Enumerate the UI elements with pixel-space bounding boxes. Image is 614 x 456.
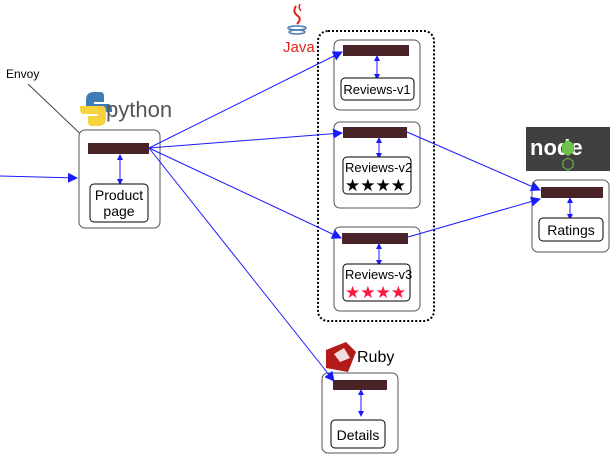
- reviews-v2-sidecar[interactable]: [343, 127, 407, 138]
- details-pod[interactable]: Details: [321, 372, 399, 454]
- ratings-service[interactable]: [538, 217, 604, 242]
- productpage-label-line2: page: [103, 203, 134, 219]
- node-text: node: [530, 135, 583, 160]
- reviews-v1-service[interactable]: [340, 77, 415, 101]
- arrow-productpage-to-reviews-v1: [148, 51, 343, 149]
- java-text: Java: [283, 39, 315, 56]
- details-label: Details: [337, 427, 380, 443]
- reviews-v2-label: Reviews-v2: [345, 160, 412, 175]
- ratings-sidecar[interactable]: [541, 187, 603, 198]
- envoy-label: Envoy: [6, 67, 39, 81]
- productpage-label-line1: Product: [95, 187, 143, 203]
- arrow-reviews-v3-to-ratings: [407, 196, 541, 238]
- arrow-reviews-v2-to-ratings: [406, 131, 541, 191]
- ruby-text: Ruby: [357, 349, 394, 366]
- reviews-v3-service[interactable]: [342, 263, 411, 302]
- python-text: python: [106, 97, 172, 122]
- productpage-service[interactable]: [89, 183, 149, 223]
- details-service[interactable]: [330, 419, 386, 449]
- arrow-productpage-to-details: [148, 147, 335, 382]
- ratings-pod[interactable]: Ratings: [531, 179, 610, 253]
- ratings-label: Ratings: [547, 222, 594, 238]
- nodejs-logo: node: [526, 127, 610, 171]
- reviews-v1-label: Reviews-v1: [343, 82, 410, 97]
- reviews-v3-stars: ★★★★: [345, 283, 406, 302]
- reviews-v3-label: Reviews-v3: [345, 267, 412, 282]
- reviews-v1-sidecar[interactable]: [343, 45, 409, 56]
- productpage-sidecar[interactable]: [88, 143, 149, 154]
- arrow-productpage-to-reviews-v3: [148, 147, 342, 239]
- reviews-v1-pod[interactable]: Reviews-v1: [333, 39, 421, 111]
- reviews-v3-pod[interactable]: Reviews-v3 ★★★★: [333, 226, 421, 312]
- reviews-cluster: [317, 30, 435, 322]
- details-sidecar[interactable]: [333, 380, 387, 390]
- ruby-logo: Ruby: [326, 342, 394, 372]
- ingress-arrow: [0, 172, 78, 183]
- productpage-pod[interactable]: Product page: [78, 129, 161, 229]
- reviews-v2-pod[interactable]: Reviews-v2 ★★★★: [333, 121, 421, 209]
- reviews-v2-service[interactable]: [342, 156, 412, 195]
- java-logo: Java: [283, 3, 315, 56]
- arrow-productpage-to-reviews-v2: [148, 128, 343, 149]
- python-logo: python: [80, 92, 172, 126]
- reviews-v3-sidecar[interactable]: [342, 233, 408, 244]
- reviews-v2-stars: ★★★★: [345, 176, 406, 195]
